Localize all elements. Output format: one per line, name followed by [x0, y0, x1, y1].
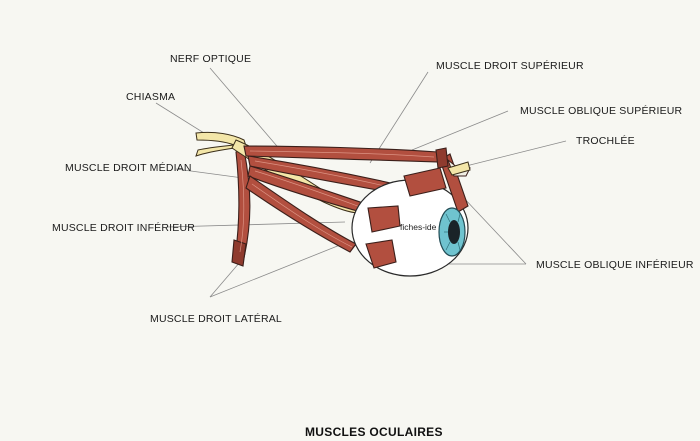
label-muscle-droit-median: MUSCLE DROIT MÉDIAN: [65, 161, 192, 174]
label-muscle-droit-inferieur: MUSCLE DROIT INFÉRIEUR: [52, 221, 195, 234]
leader-lines: [155, 67, 567, 298]
label-muscle-oblique-inferieur: MUSCLE OBLIQUE INFÉRIEUR: [536, 258, 694, 271]
leader-droit-superieur: [369, 71, 429, 164]
leader-trochlee: [461, 140, 567, 168]
label-muscle-droit-lateral: MUSCLE DROIT LATÉRAL: [150, 312, 282, 325]
leader-oblique-inferieur-a: [461, 195, 527, 265]
leader-droit-lateral-a: [209, 261, 241, 298]
label-trochlee: TROCHLÉE: [576, 134, 635, 147]
label-nerf-optique: NERF OPTIQUE: [170, 53, 251, 65]
leader-droit-lateral-b: [209, 242, 346, 298]
leader-oblique-superieur: [411, 110, 509, 151]
trochlee-shape: [435, 147, 471, 176]
diagram-title: MUSCLES OCULAIRES: [305, 425, 443, 439]
watermark-text: fiches-ide: [400, 222, 437, 232]
label-muscle-oblique-superieur: MUSCLE OBLIQUE SUPÉRIEUR: [520, 104, 683, 117]
muscle-droit-lateral-shape: [231, 149, 251, 267]
label-muscle-droit-superieur: MUSCLE DROIT SUPÉRIEUR: [436, 59, 584, 72]
leader-nerf-optique: [209, 67, 283, 153]
label-chiasma: CHIASMA: [126, 91, 175, 103]
